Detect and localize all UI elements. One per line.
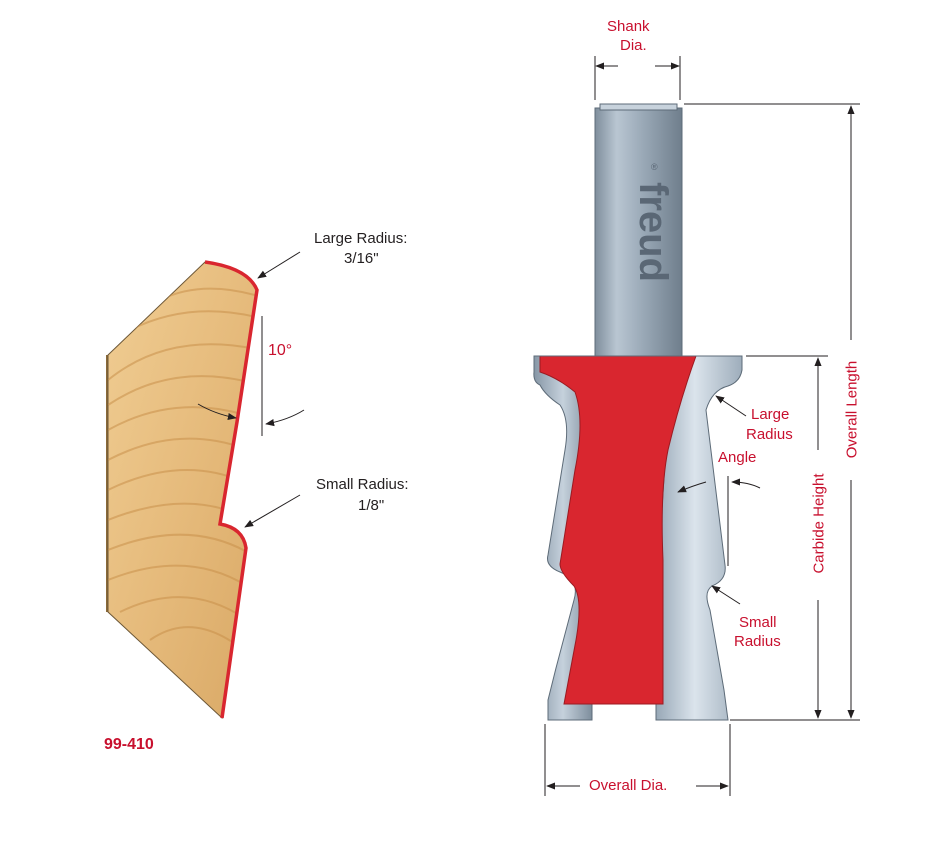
part-number: 99-410 — [104, 736, 154, 753]
bit-angle-arc-left — [677, 481, 707, 493]
bit-large-radius-label-line2: Radius — [746, 426, 793, 443]
bit-body-right — [655, 355, 743, 721]
bit-small-radius-label-line1: Small — [739, 614, 777, 631]
bit-large-radius-label-line1: Large — [751, 406, 790, 423]
carbide-height-label: Carbide Height — [810, 473, 828, 574]
overall-length-label: Overall Length — [843, 360, 861, 459]
shank-chamfer — [599, 103, 678, 111]
bit-small-radius-leader — [711, 585, 741, 605]
bit-angle-label: Angle — [718, 449, 757, 466]
wood-profile — [106, 260, 259, 720]
bit-angle-arc-right — [731, 478, 761, 489]
overall-dia-label: Overall Dia. — [589, 777, 668, 794]
registered-mark: ® — [651, 162, 658, 172]
small-radius-leader — [244, 494, 301, 528]
profile-small-radius-label: Small Radius: — [316, 476, 409, 493]
bit-large-radius-leader — [715, 395, 747, 417]
profile-large-radius-label: Large Radius: — [314, 230, 408, 247]
angle-arc-left — [197, 403, 237, 421]
wood-face — [107, 261, 258, 720]
angle-arc-right — [265, 409, 305, 427]
brand-logo: freud — [631, 182, 675, 282]
shank-dia-label-line1: Shank — [607, 18, 650, 35]
profile-small-radius-value: 1/8" — [358, 497, 385, 514]
profile-large-radius-value: 3/16" — [344, 250, 379, 267]
bit-small-radius-label-line2: Radius — [734, 633, 781, 650]
carbide-insert — [539, 355, 697, 705]
router-bit — [533, 103, 743, 721]
profile-angle-value: 10° — [268, 342, 293, 359]
profile-cut-edge — [204, 260, 259, 719]
shank-dia-label-line2: Dia. — [620, 37, 647, 54]
large-radius-leader — [257, 251, 301, 279]
